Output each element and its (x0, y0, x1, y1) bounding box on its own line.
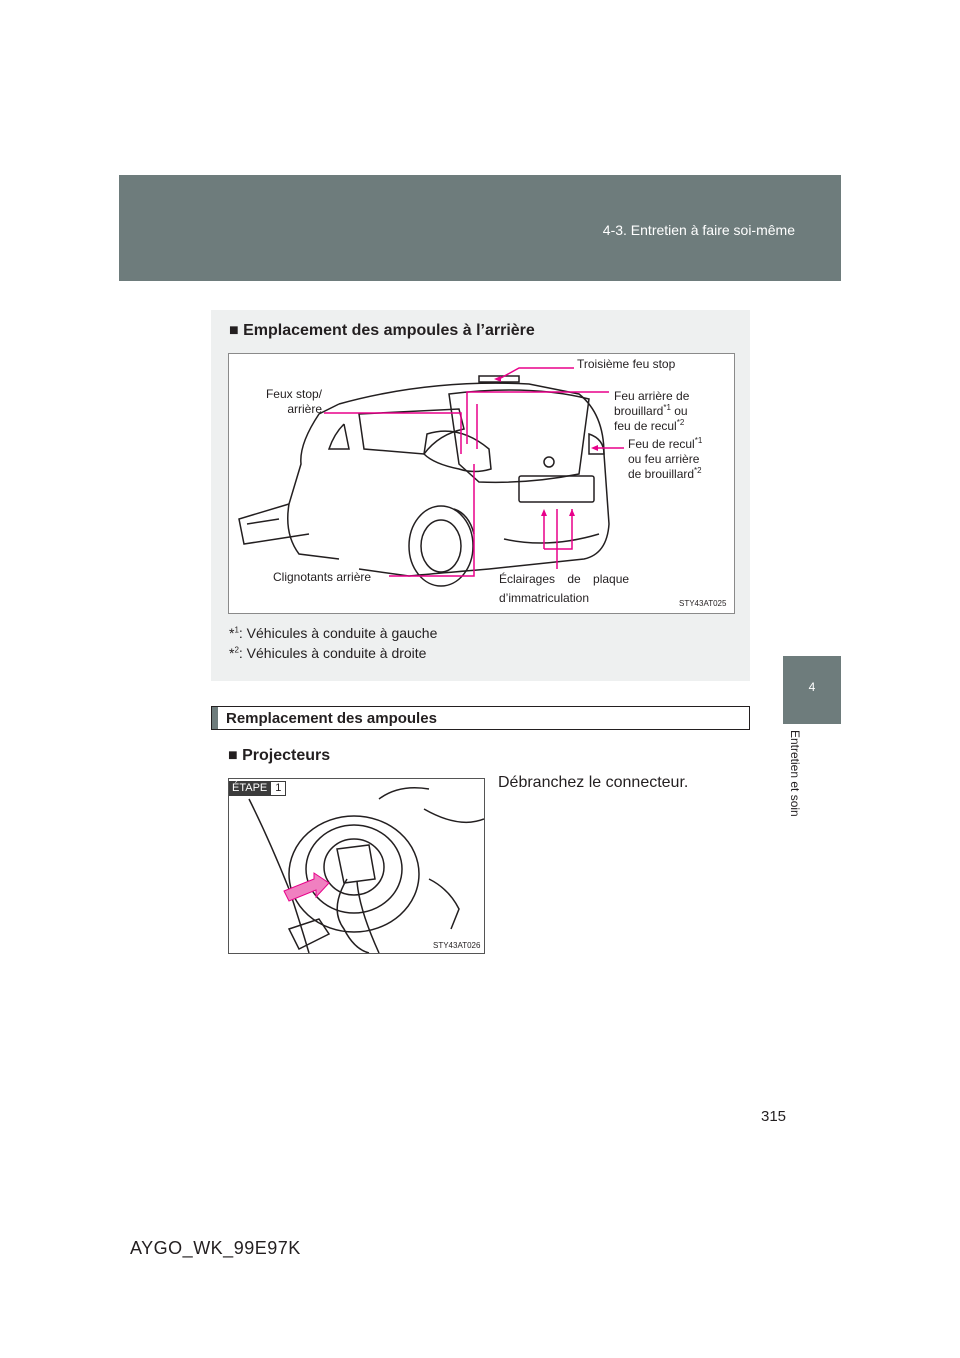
rear-bulb-location-panel: ■ Emplacement des ampoules à l’arrière (211, 310, 750, 681)
label-rear-fog-line2: brouillard*1 ou (614, 403, 688, 419)
subsection-title: ■ Projecteurs (228, 747, 331, 764)
label-reverse-light: Feu de recul*1 ou feu arrière de brouill… (628, 437, 702, 482)
label-plate-line1: Éclairages de plaque (499, 572, 630, 586)
section-breadcrumb: 4-3. Entretien à faire soi-même (602, 222, 795, 238)
label-third-stop-light: Troisième feu stop (577, 357, 676, 371)
step-badge-label: ÉTAPE (229, 781, 271, 796)
label-plate-line2: d’immatriculation (499, 591, 590, 605)
label-rear-fog-light: Feu arrière de brouillard*1 ou feu de re… (614, 389, 689, 434)
section-heading-bar: Remplacement des ampoules (211, 706, 750, 730)
label-stop-tail-line1: Feux stop/ (265, 387, 322, 401)
step-1-instruction: Débranchez le connecteur. (498, 774, 689, 791)
label-rear-turn-signals: Clignotants arrière (273, 570, 372, 584)
document-code: AYGO_WK_99E97K (130, 1238, 301, 1258)
chapter-side-label: Entretien et soin (788, 730, 802, 817)
step-badge: ÉTAPE 1 (229, 781, 287, 796)
rear-car-illustration (238, 367, 624, 587)
step-figure-code: STY43AT026 (433, 941, 481, 950)
page-number: 315 (761, 1108, 787, 1125)
footnote-rhd: *2: Véhicules à conduite à droite (229, 645, 427, 661)
footnote-lhd: *1: Véhicules à conduite à gauche (229, 625, 438, 641)
headlight-connector-illustration (248, 787, 484, 953)
rear-car-diagram: Troisième feu stop Feux stop/ arrière Fe… (228, 353, 735, 614)
chapter-number: 4 (808, 680, 816, 694)
label-stop-tail-line2: arrière (287, 402, 322, 416)
label-rear-fog-line1: Feu arrière de (614, 389, 690, 403)
panel-title: ■ Emplacement des ampoules à l’arrière (229, 322, 535, 339)
label-license-plate-lights: Éclairages de plaque d’immatriculation (499, 572, 629, 606)
section-title: Remplacement des ampoules (226, 710, 437, 727)
chapter-tab: 4 (783, 656, 841, 724)
page-header: 4-3. Entretien à faire soi-même (119, 175, 841, 281)
label-reverse-line2: ou feu arrière (628, 452, 700, 466)
figure-code: STY43AT025 (679, 599, 727, 608)
step-1-figure: ÉTAPE 1 STY43AT026 (228, 778, 485, 954)
label-stop-tail-lights: Feux stop/ arrière (258, 387, 322, 417)
label-reverse-line3: de brouillard*2 (628, 466, 702, 482)
arrow-icon (283, 872, 330, 902)
step-badge-number: 1 (270, 781, 287, 796)
label-rear-fog-line3: feu de recul*2 (614, 418, 685, 434)
label-reverse-line1: Feu de recul*1 (628, 436, 703, 452)
